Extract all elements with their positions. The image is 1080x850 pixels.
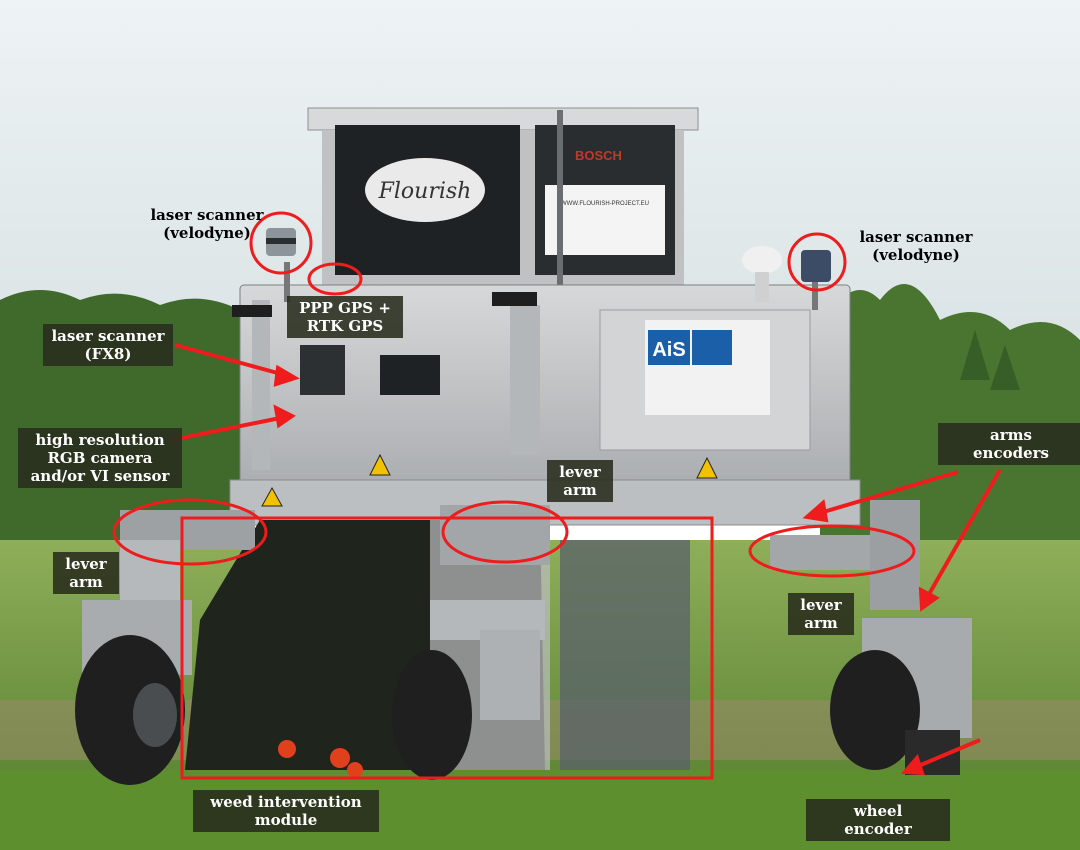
label-camera: high resolution RGB camera and/or VI sen…: [18, 428, 182, 488]
bosch-logo-text: BOSCH: [575, 148, 622, 163]
label-fx8: laser scanner (FX8): [43, 324, 173, 366]
velodyne-right-sensor: [801, 250, 831, 310]
antenna: [557, 110, 563, 290]
label-lever-arm-center: lever arm: [547, 460, 613, 502]
label-gps: PPP GPS + RTK GPS: [287, 296, 403, 338]
work-light-left: [232, 305, 272, 317]
gps-dome: [742, 246, 782, 302]
project-website-text: WWW.FLOURISH-PROJECT.EU: [561, 201, 649, 207]
lever-arm-center-circle: [441, 500, 569, 564]
velodyne-left-circle: [249, 211, 313, 275]
lever-arm-left-circle: [112, 498, 268, 566]
flourish-logo-text: Flourish: [378, 179, 472, 204]
wheels: [75, 635, 960, 785]
lever-arm-right-circle: [748, 524, 916, 578]
velodyne-right-circle: [787, 232, 847, 292]
label-lever-arm-left: lever arm: [53, 552, 119, 594]
poppy-flowers: [278, 740, 363, 778]
weed-module-box: [180, 516, 714, 780]
label-arms-encoders: arms encoders: [938, 423, 1080, 465]
top-display-box: Flourish BOSCH WWW.FLOURISH-PROJECT.EU: [307, 107, 699, 290]
label-lever-arm-right: lever arm: [788, 593, 854, 635]
annotation-overlays: [112, 211, 916, 780]
tree-line: [0, 284, 1080, 560]
center-leg-assembly: [430, 505, 550, 720]
label-velodyne-right: laser scanner (velodyne): [859, 228, 973, 264]
label-velodyne-left: laser scanner (velodyne): [150, 206, 264, 242]
work-light-right: [492, 292, 537, 306]
gps-circle: [307, 262, 363, 296]
velodyne-left-sensor: [266, 228, 296, 302]
label-weed-module: weed intervention module: [193, 790, 379, 832]
annotation-arrows: [171, 343, 1002, 776]
label-wheel-encoder: wheel encoder: [806, 799, 950, 841]
ais-logo-text: AiS: [652, 339, 685, 361]
